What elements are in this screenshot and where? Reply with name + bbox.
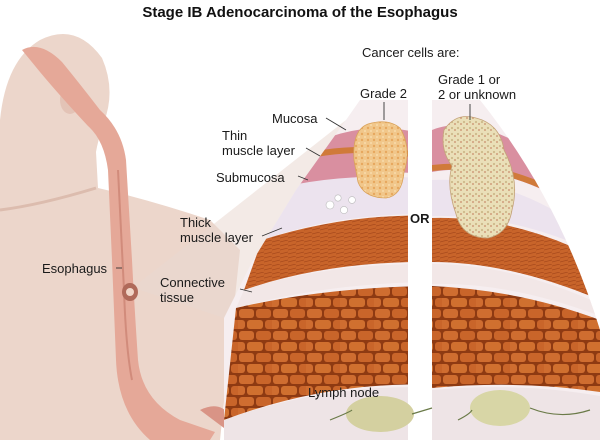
cross-section-right xyxy=(432,100,600,440)
lymph-node-label: Lymph node xyxy=(308,385,380,400)
cross-section-left xyxy=(224,100,408,440)
diagram-title: Stage IB Adenocarcinoma of the Esophagus xyxy=(142,4,458,21)
grade-right-label: Grade 1 or 2 or unknown xyxy=(438,72,517,102)
thin-muscle-label: Thin muscle layer xyxy=(222,128,295,158)
submucosa-label: Submucosa xyxy=(216,170,285,185)
or-label: OR xyxy=(410,211,430,226)
thick-muscle-label: Thick muscle layer xyxy=(180,215,253,245)
lymph-nodes xyxy=(329,390,591,432)
esophagus-label: Esophagus xyxy=(42,261,108,276)
cancer-cells-heading: Cancer cells are: xyxy=(362,45,460,60)
grade-left-label: Grade 2 xyxy=(360,86,407,101)
mucosa-label: Mucosa xyxy=(272,111,318,126)
leader-lines xyxy=(116,102,471,293)
connective-tissue-label: Connective tissue xyxy=(160,275,226,305)
magnification-cone xyxy=(140,120,346,318)
